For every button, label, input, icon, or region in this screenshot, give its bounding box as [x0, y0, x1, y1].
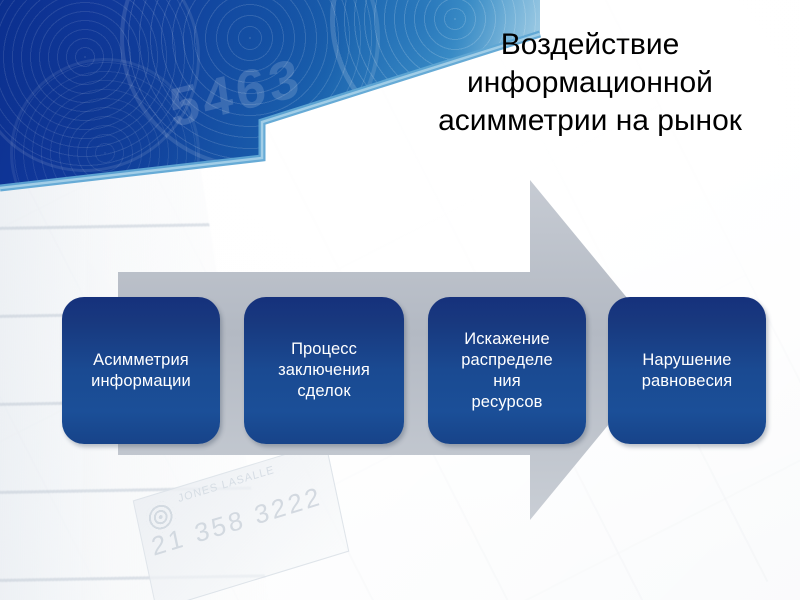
coin-icon-a — [0, 0, 200, 172]
process-box-1[interactable]: Асимметрия информации — [62, 297, 220, 444]
background-sign-number: 21 358 3222 — [148, 480, 325, 562]
process-box-3[interactable]: Искажение распределе ния ресурсов — [428, 297, 586, 444]
page-title: Воздействие информационной асимметрии на… — [438, 28, 742, 137]
process-box-2-label: Процесс заключения сделок — [278, 340, 370, 400]
process-box-4-label: Нарушение равновесия — [641, 350, 733, 390]
process-box-3-label: Искажение распределе ния ресурсов — [461, 329, 553, 411]
process-box-1-label: Асимметрия информации — [91, 350, 191, 390]
process-box-4[interactable]: Нарушение равновесия — [608, 297, 766, 444]
process-box-2[interactable]: Процесс заключения сделок — [244, 297, 404, 444]
